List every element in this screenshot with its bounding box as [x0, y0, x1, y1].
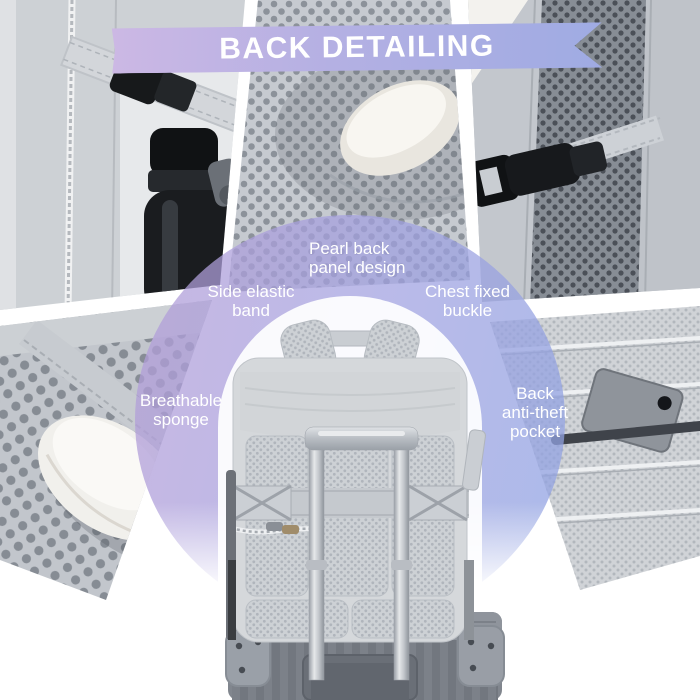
label-line: pocket — [509, 422, 561, 441]
corner-protector-left — [225, 629, 271, 687]
label-line: Pearl back — [309, 239, 390, 258]
backpack-back — [226, 319, 486, 643]
label-chest-fixed-buckle: Chest fixed buckle — [405, 282, 530, 320]
label-pearl-back-panel: Pearl back panel design — [309, 239, 405, 277]
corner-protector-right — [457, 625, 505, 687]
label-line: Breathable — [139, 391, 223, 410]
label-line: sponge — [153, 410, 209, 429]
label-back-anti-theft-pocket: Back anti-theft pocket — [480, 384, 590, 441]
label-line: buckle — [442, 301, 493, 320]
buckle-clip — [468, 141, 608, 207]
label-line: Chest fixed — [424, 282, 511, 301]
label-line: Side elastic — [207, 282, 295, 301]
luggage-strap — [231, 484, 469, 522]
label-line: band — [232, 301, 270, 320]
back-zipper — [230, 522, 320, 535]
heel-press — [340, 80, 460, 176]
label-line: anti-theft — [501, 403, 569, 422]
label-side-elastic-band: Side elastic band — [190, 282, 312, 320]
banner-title: BACK DETAILING — [219, 29, 495, 66]
banner-ribbon: BACK DETAILING — [112, 22, 602, 73]
label-line: panel design — [309, 258, 406, 277]
label-breathable-sponge: Breathable sponge — [120, 391, 242, 429]
trolley-handle — [304, 426, 419, 681]
label-line: Back — [516, 384, 554, 403]
